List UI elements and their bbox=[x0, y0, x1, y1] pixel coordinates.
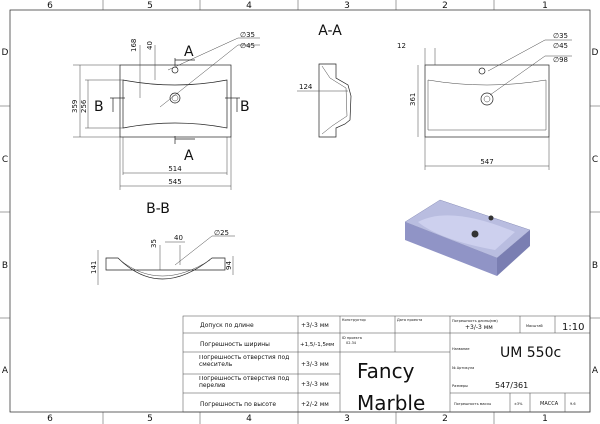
row-label: B bbox=[2, 261, 8, 271]
dim-dia98: ∅98 bbox=[553, 56, 568, 64]
column-labels-bottom: 6 5 4 3 2 1 bbox=[47, 414, 548, 424]
dim-40: 40 bbox=[174, 234, 183, 242]
section-a-top: A bbox=[184, 44, 194, 60]
scale-label: Масштаб bbox=[526, 324, 543, 328]
product-name: UM 550c bbox=[500, 345, 561, 361]
col-label: 1 bbox=[542, 414, 548, 424]
dim-40: 40 bbox=[146, 41, 154, 50]
name-label: Название bbox=[452, 347, 470, 351]
row-labels: D C B A D C B A bbox=[2, 48, 599, 376]
row-label: D bbox=[592, 48, 599, 58]
dim-124: 124 bbox=[299, 83, 313, 91]
title-block: Допуск по длине +3/-3 мм Погрешность шир… bbox=[182, 315, 591, 415]
dim-514: 514 bbox=[168, 165, 182, 173]
row-label: A bbox=[2, 366, 9, 376]
dim-361: 361 bbox=[409, 93, 417, 106]
project-id-label: ID проекта bbox=[342, 336, 362, 340]
col-label: 6 bbox=[47, 1, 53, 11]
tol-label: Погрешность отверстия под смеситель bbox=[199, 355, 290, 368]
brand-line-1: Fancy bbox=[357, 359, 415, 383]
dim-35: 35 bbox=[150, 239, 158, 248]
dim-dia35: ∅35 bbox=[240, 31, 255, 39]
column-labels-top: 6 5 4 3 2 1 bbox=[47, 1, 548, 11]
size-label: Размеры bbox=[452, 384, 468, 388]
tol-label-wrap: Погрешность отверстия под смеситель bbox=[199, 355, 290, 368]
article-label: № Артикула bbox=[452, 366, 474, 370]
section-bb-title: B-B bbox=[146, 201, 170, 217]
dim-dia45: ∅45 bbox=[240, 42, 255, 50]
tol-label: Допуск по длине bbox=[200, 322, 254, 329]
tol-label-wrap: Погрешность отверстия под перелив bbox=[199, 376, 290, 389]
dim-168: 168 bbox=[130, 39, 138, 52]
col-label: 1 bbox=[542, 1, 548, 11]
tol-value: +1,5/-1,5мм bbox=[300, 342, 334, 348]
col-label: 5 bbox=[147, 414, 153, 424]
col-label: 2 bbox=[442, 1, 448, 11]
tol-value: +3/-3 мм bbox=[301, 322, 329, 329]
col-label: 3 bbox=[344, 414, 350, 424]
dim-dia45: ∅45 bbox=[553, 42, 568, 50]
dim-545: 545 bbox=[168, 178, 181, 186]
section-b-right: B bbox=[240, 99, 250, 115]
scale-value: 1:10 bbox=[562, 322, 584, 333]
mass-tol: ±3% bbox=[514, 402, 523, 406]
rear-view: 12 ∅35 ∅45 ∅98 361 547 bbox=[397, 32, 572, 170]
mass-value: 9.6 bbox=[570, 402, 576, 406]
tol-value: +3/-3 мм bbox=[301, 381, 329, 388]
dim-94: 94 bbox=[225, 261, 233, 270]
dim-547: 547 bbox=[480, 158, 493, 166]
designer-label: Конструктор bbox=[342, 318, 366, 322]
col-label: 6 bbox=[47, 414, 53, 424]
row-label: A bbox=[592, 366, 599, 376]
dim-dia25: ∅25 bbox=[214, 229, 229, 237]
project-id: 02.34 bbox=[346, 341, 357, 345]
length-tol-label: Погрешность длины(мм) bbox=[452, 319, 498, 323]
col-label: 3 bbox=[344, 1, 350, 11]
dim-256: 256 bbox=[80, 99, 88, 113]
mass-tol-label: Погрешность массы bbox=[454, 402, 491, 406]
section-a-bottom: A bbox=[184, 148, 194, 164]
dim-141: 141 bbox=[90, 261, 98, 274]
plan-view: 168 40 ∅35 ∅45 359 256 514 545 A A B B bbox=[71, 31, 260, 190]
col-label: 5 bbox=[147, 1, 153, 11]
brand-line-2: Marble bbox=[357, 391, 425, 415]
sink-3d-render bbox=[404, 199, 531, 276]
col-label: 2 bbox=[442, 414, 448, 424]
col-label: 4 bbox=[246, 1, 252, 11]
dim-dia35: ∅35 bbox=[553, 32, 568, 40]
section-aa-view: A-A 124 bbox=[297, 23, 352, 138]
product-size: 547/361 bbox=[495, 381, 528, 390]
tol-value: +3/-3 мм bbox=[301, 361, 329, 368]
tol-label: Погрешность отверстия под перелив bbox=[199, 376, 290, 389]
mass-label: МАССА bbox=[540, 401, 559, 407]
row-label: D bbox=[2, 48, 9, 58]
tol-label: Погрешность ширины bbox=[200, 341, 270, 348]
dim-12: 12 bbox=[397, 42, 406, 50]
row-label: B bbox=[592, 261, 598, 271]
dim-359: 359 bbox=[71, 100, 79, 113]
section-b-left: B bbox=[94, 99, 104, 115]
col-label: 4 bbox=[246, 414, 252, 424]
tol-value: +2/-2 мм bbox=[301, 401, 329, 408]
row-label: C bbox=[2, 155, 8, 165]
length-tol: +3/-3 мм bbox=[465, 324, 493, 331]
section-aa-title: A-A bbox=[318, 23, 342, 39]
section-bb-view: B-B 35 40 ∅25 141 94 bbox=[90, 201, 235, 285]
tol-label: Погрешность по высоте bbox=[200, 401, 276, 408]
row-label: C bbox=[592, 155, 598, 165]
date-label: Дата проекта bbox=[397, 318, 422, 322]
